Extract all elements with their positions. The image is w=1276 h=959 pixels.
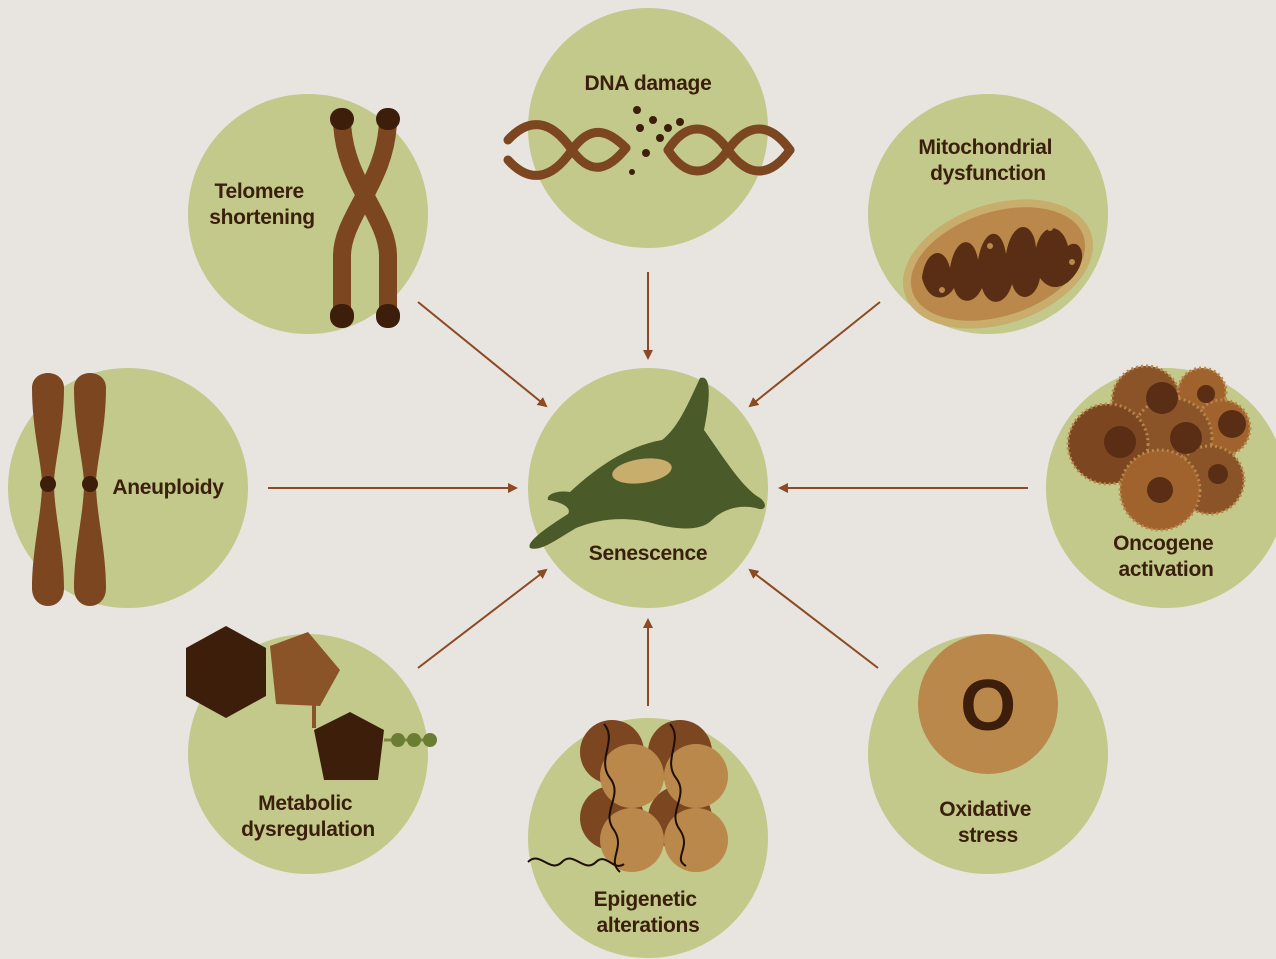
arrow-metabolic xyxy=(418,570,546,668)
arrow-oxidative xyxy=(750,570,878,668)
arrow-mito xyxy=(750,302,880,406)
oxygen-atom-icon: O xyxy=(918,634,1058,774)
dna-circle xyxy=(528,8,768,248)
aneuploidy-label: Aneuploidy xyxy=(112,476,224,499)
center-label: Senescence xyxy=(589,542,707,565)
svg-text:O: O xyxy=(960,666,1016,746)
dna-label: DNA damage xyxy=(585,72,712,95)
arrow-telomere xyxy=(418,302,546,406)
